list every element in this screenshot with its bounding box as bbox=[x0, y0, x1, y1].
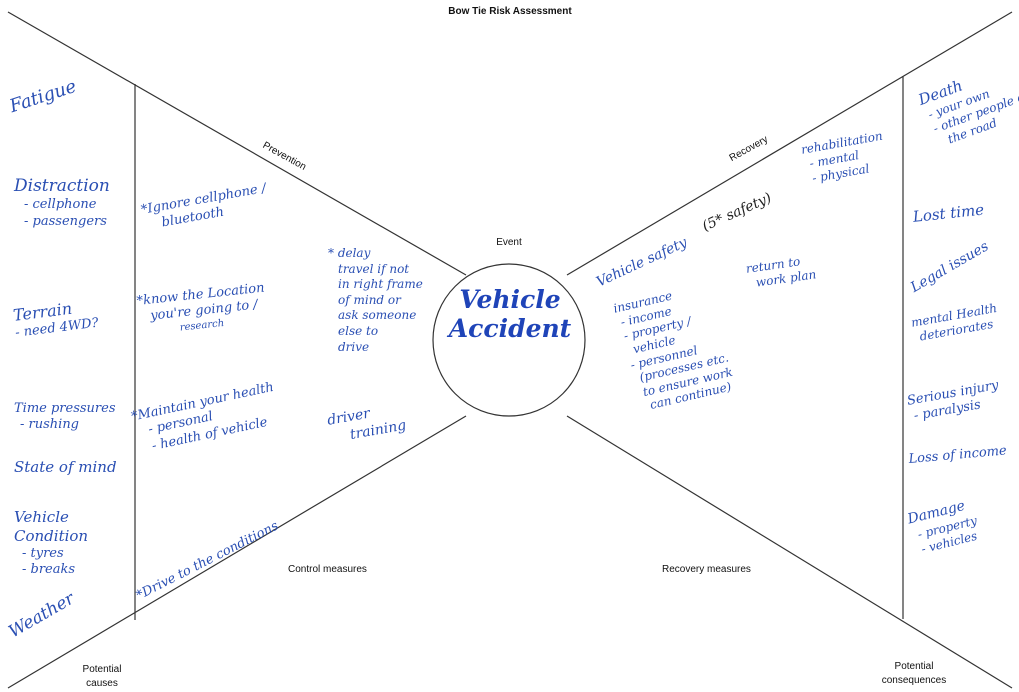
potential-causes-label: Potential causes bbox=[62, 663, 142, 690]
potential-causes-line-1: Potential bbox=[82, 664, 122, 675]
event-label: Event bbox=[496, 237, 522, 248]
cause-state-of-mind: State of mind bbox=[14, 458, 117, 476]
cause-distraction: Distraction bbox=[14, 176, 110, 196]
control-delay-line-4: of mind or bbox=[338, 292, 401, 307]
control-delay-line-2: travel if not bbox=[338, 261, 410, 276]
cause-distraction-passengers: - passengers bbox=[24, 213, 107, 229]
control-delay-line-6: else to bbox=[338, 323, 379, 338]
control-delay-line-3: in right frame bbox=[338, 277, 423, 292]
right-top-diagonal bbox=[566, 11, 1013, 276]
cause-note: State of mind bbox=[14, 458, 117, 477]
cause-note: Time pressures - rushing bbox=[14, 401, 116, 434]
cause-vehicle-tyres: - tyres bbox=[22, 545, 64, 561]
event-circle bbox=[432, 263, 586, 417]
cause-time-pressures-rushing: - rushing bbox=[20, 417, 80, 433]
left-bottom-diagonal bbox=[7, 415, 467, 689]
potential-consequences-line-1: Potential bbox=[894, 661, 934, 672]
cause-vehicle-condition: Condition bbox=[14, 526, 89, 545]
left-top-diagonal bbox=[7, 11, 467, 276]
event-text: Vehicle Accident bbox=[440, 285, 580, 344]
control-measure-note: * delay travel if not in right frame of … bbox=[328, 246, 423, 355]
page-title: Bow Tie Risk Assessment bbox=[448, 6, 572, 17]
control-delay: * delay bbox=[328, 246, 371, 260]
potential-consequences-label: Potential consequences bbox=[868, 660, 960, 687]
cause-vehicle: Vehicle bbox=[14, 508, 69, 526]
right-bottom-diagonal bbox=[566, 415, 1013, 689]
cause-note: Vehicle Condition - tyres - breaks bbox=[14, 508, 88, 578]
control-delay-line-5: ask someone bbox=[338, 308, 417, 323]
control-delay-line-7: drive bbox=[338, 339, 370, 354]
control-measures-label: Control measures bbox=[288, 564, 367, 575]
cause-vehicle-breaks: - breaks bbox=[22, 561, 76, 577]
potential-causes-line-2: causes bbox=[86, 677, 118, 689]
recovery-measures-label: Recovery measures bbox=[662, 564, 751, 575]
event-text-line-1: Vehicle bbox=[459, 285, 561, 314]
cause-distraction-cellphone: - cellphone bbox=[24, 197, 97, 213]
event-text-line-2: Accident bbox=[448, 313, 572, 343]
cause-note: Distraction - cellphone - passengers bbox=[14, 176, 110, 230]
cause-time-pressures: Time pressures bbox=[14, 401, 116, 416]
potential-consequences-line-2: consequences bbox=[881, 674, 947, 686]
